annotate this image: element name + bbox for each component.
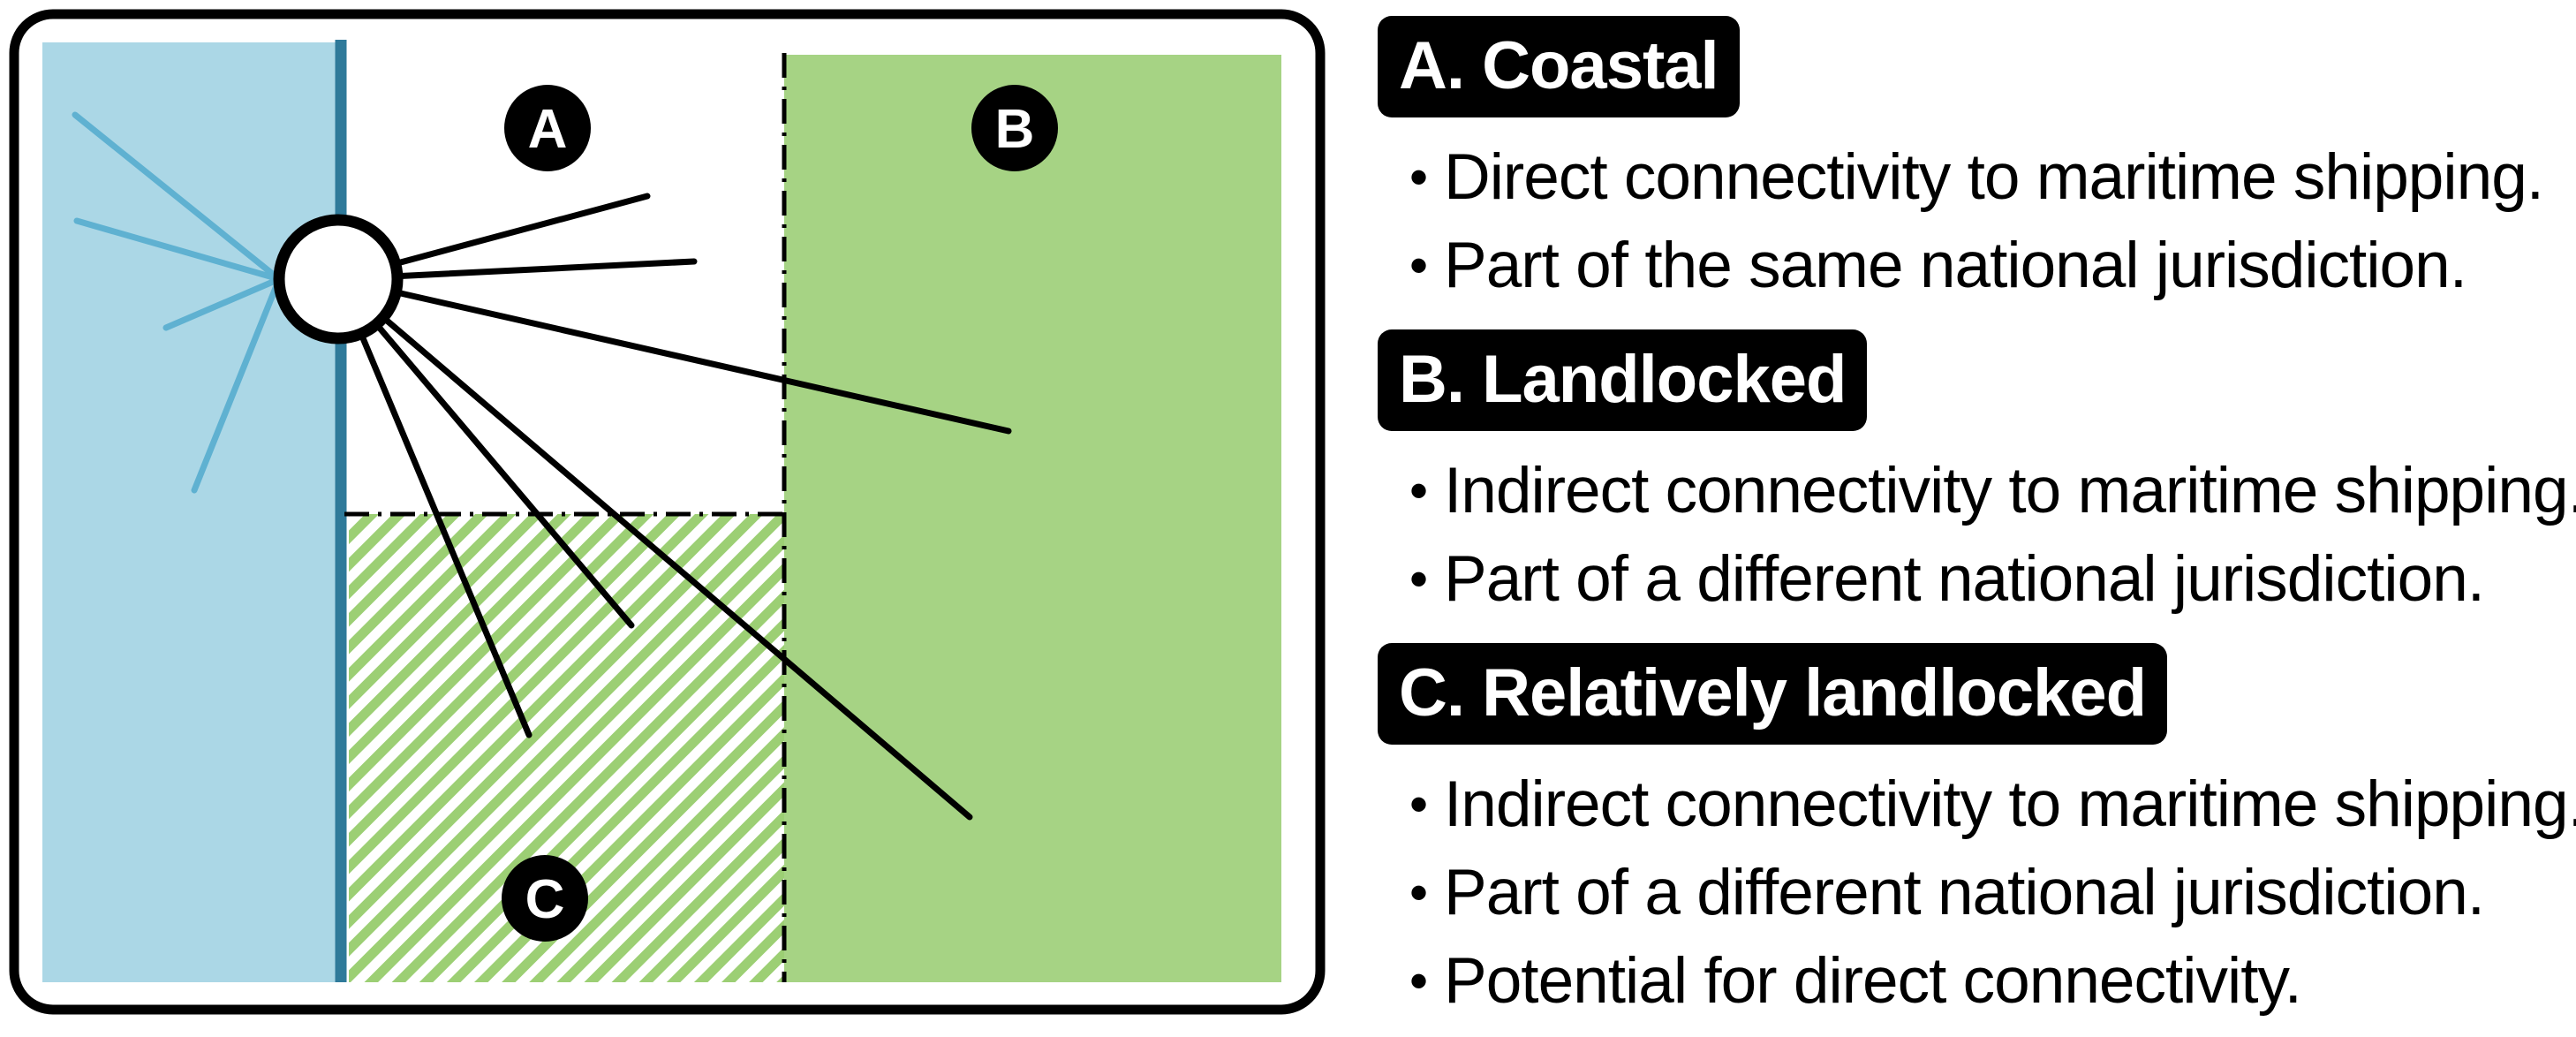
marker-a: A — [504, 85, 591, 171]
legend-item: • Direct connectivity to maritime shippin… — [1378, 133, 2561, 222]
legend-item: • Indirect connectivity to maritime shipp… — [1378, 447, 2576, 535]
bullet: • — [1409, 549, 1428, 609]
legend-heading: B. Landlocked — [1378, 329, 1868, 431]
marker-b: B — [971, 85, 1058, 171]
diagram-frame — [9, 9, 1326, 1015]
svg-text:A: A — [528, 99, 568, 160]
legend-item-text: Potential for direct connectivity. — [1444, 945, 2302, 1017]
legend-list: • Indirect connectivity to maritime shipp… — [1378, 447, 2576, 624]
legend-item-text: Direct connectivity to maritime shipping… — [1444, 141, 2544, 213]
legend-heading: A. Coastal — [1378, 16, 1740, 117]
legend-item: • Part of a different national jurisdicti… — [1378, 849, 2561, 937]
legend-section-coastal: A. Coastal • Direct connectivity to marit… — [1378, 16, 2561, 310]
sea-area — [42, 42, 336, 982]
legend: A. Coastal • Direct connectivity to marit… — [1378, 16, 2576, 1026]
legend-item-text: Part of the same national jurisdiction. — [1444, 230, 2467, 301]
legend-item: • Potential for direct connectivity. — [1378, 937, 2561, 1026]
bullet: • — [1409, 236, 1428, 295]
svg-text:B: B — [995, 99, 1035, 160]
legend-heading: C. Relatively landlocked — [1378, 643, 2168, 745]
legend-list: • Indirect connectivity to maritime shipp… — [1378, 761, 2576, 1026]
legend-item-text: Part of a different national jurisdictio… — [1444, 857, 2485, 928]
bullet: • — [1409, 461, 1428, 520]
marker-c: C — [502, 855, 588, 942]
bullet: • — [1409, 863, 1428, 922]
legend-item: • Part of a different national jurisdicti… — [1378, 535, 2561, 624]
jurisdiction-diagram: A B C — [9, 9, 1326, 1015]
legend-list: • Direct connectivity to maritime shippin… — [1378, 133, 2561, 310]
bullet: • — [1409, 951, 1428, 1011]
svg-text:C: C — [525, 869, 565, 930]
port-node — [273, 214, 404, 344]
sea-shipping-lines — [72, 111, 283, 494]
legend-item: • Part of the same national jurisdiction. — [1378, 222, 2561, 310]
bullet: • — [1409, 148, 1428, 207]
landlocked-zone-b — [784, 55, 1281, 982]
legend-section-relatively-landlocked: C. Relatively landlocked • Indirect conne… — [1378, 643, 2576, 1026]
legend-item: • Indirect connectivity to maritime shipp… — [1378, 761, 2576, 849]
legend-item-text: Indirect connectivity to maritime shippi… — [1444, 455, 2576, 526]
bullet: • — [1409, 775, 1428, 834]
legend-item-text: Part of a different national jurisdictio… — [1444, 543, 2485, 615]
legend-section-landlocked: B. Landlocked • Indirect connectivity to … — [1378, 329, 2576, 624]
legend-item-text: Indirect connectivity to maritime shippi… — [1444, 768, 2576, 840]
